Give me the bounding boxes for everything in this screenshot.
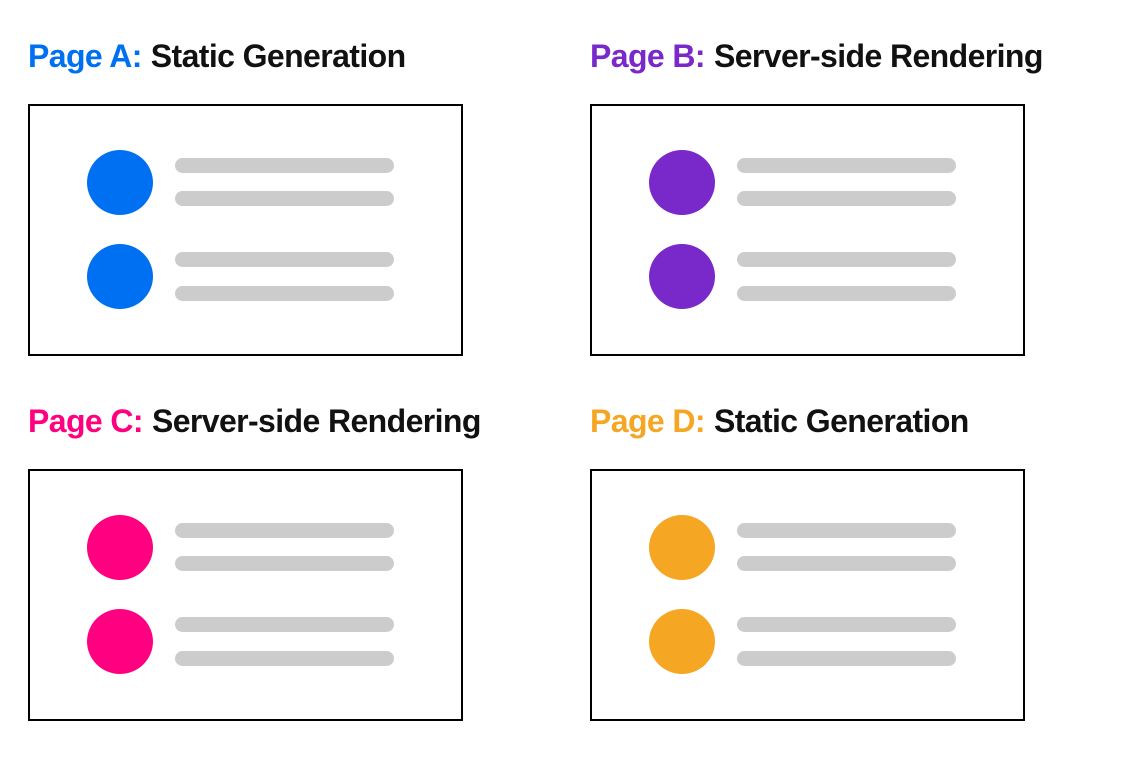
render-mode-label: Server-side Rendering bbox=[151, 403, 481, 439]
panel-page-c: Page C:Server-side Rendering bbox=[28, 403, 481, 721]
skeleton-text-line bbox=[737, 158, 956, 173]
skeleton-text-line bbox=[175, 651, 394, 666]
skeleton-text-line bbox=[175, 617, 394, 632]
list-item-circle bbox=[649, 150, 715, 215]
render-mode-label: Server-side Rendering bbox=[713, 38, 1043, 74]
list-item-circle bbox=[649, 609, 715, 674]
page-mockup-box bbox=[590, 469, 1025, 721]
skeleton-text-line bbox=[175, 252, 394, 267]
skeleton-text-line bbox=[737, 191, 956, 206]
skeleton-text-line bbox=[175, 523, 394, 538]
panel-page-a: Page A:Static Generation bbox=[28, 38, 464, 356]
panel-title: Page D:Static Generation bbox=[590, 403, 1026, 447]
skeleton-text-line bbox=[737, 556, 956, 571]
skeleton-text-line bbox=[737, 286, 956, 301]
list-item-circle bbox=[87, 244, 153, 309]
skeleton-text-line bbox=[737, 651, 956, 666]
page-label: Page A: bbox=[28, 38, 142, 74]
skeleton-text-line bbox=[175, 191, 394, 206]
skeleton-text-line bbox=[175, 286, 394, 301]
page-label: Page B: bbox=[590, 38, 706, 74]
skeleton-text-line bbox=[737, 252, 956, 267]
list-item-circle bbox=[87, 150, 153, 215]
page-label: Page D: bbox=[590, 403, 706, 439]
page-mockup-box bbox=[28, 104, 463, 356]
skeleton-text-line bbox=[175, 158, 394, 173]
panel-title: Page C:Server-side Rendering bbox=[28, 403, 481, 447]
render-mode-label: Static Generation bbox=[713, 403, 969, 439]
panel-page-d: Page D:Static Generation bbox=[590, 403, 1026, 721]
skeleton-text-line bbox=[737, 523, 956, 538]
skeleton-text-line bbox=[737, 617, 956, 632]
list-item-circle bbox=[649, 515, 715, 580]
page-mockup-box bbox=[28, 469, 463, 721]
panel-title: Page A:Static Generation bbox=[28, 38, 464, 82]
page-mockup-box bbox=[590, 104, 1025, 356]
skeleton-text-line bbox=[175, 556, 394, 571]
list-item-circle bbox=[649, 244, 715, 309]
list-item-circle bbox=[87, 609, 153, 674]
panel-title: Page B:Server-side Rendering bbox=[590, 38, 1043, 82]
panel-page-b: Page B:Server-side Rendering bbox=[590, 38, 1043, 356]
render-mode-label: Static Generation bbox=[150, 38, 406, 74]
page-label: Page C: bbox=[28, 403, 144, 439]
list-item-circle bbox=[87, 515, 153, 580]
